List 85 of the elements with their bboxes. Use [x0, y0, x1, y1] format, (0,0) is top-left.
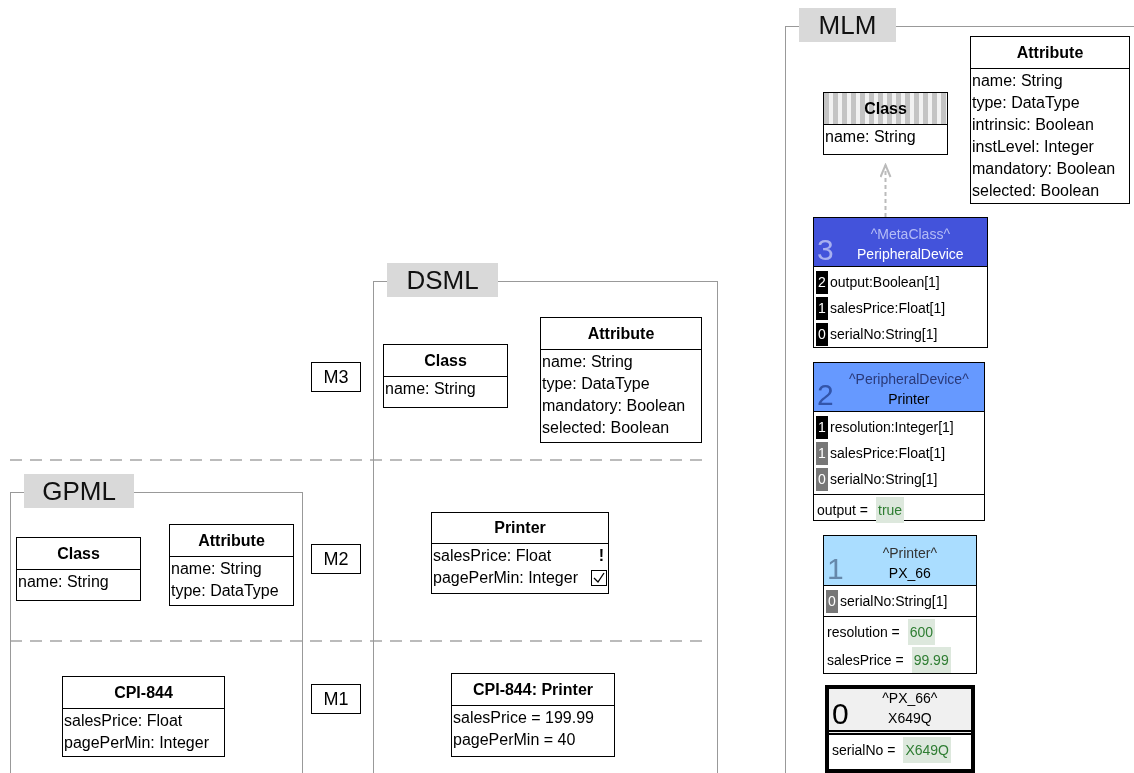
level-badge: 0: [816, 322, 828, 346]
level-badge: 1: [816, 441, 828, 465]
slot-value: X649Q: [903, 737, 951, 763]
attribute: pagePerMin: Integer: [433, 568, 578, 588]
class-name: CPI-844: [63, 677, 224, 709]
stereotype: ^Printer^: [882, 544, 938, 563]
package-title: MLM: [799, 8, 896, 42]
class-box: [540, 317, 702, 443]
level-badge: 0: [826, 589, 838, 613]
level-badge: 1: [816, 415, 828, 439]
attribute: name: String: [825, 127, 916, 147]
level-class-box: [813, 217, 988, 348]
class-name: Printer: [432, 513, 608, 544]
class-name: CPI-844: Printer: [452, 674, 614, 706]
slot-value: 99.99: [911, 647, 951, 673]
attribute: serialNo:String[1]: [840, 591, 948, 611]
class-name: Class: [824, 93, 947, 125]
attribute: mandatory: Boolean: [542, 396, 686, 416]
level-number: 2: [817, 379, 834, 411]
level-class-box: [825, 685, 975, 773]
level-number: 0: [832, 698, 849, 730]
level-tag: M3: [311, 362, 361, 392]
slot-value: true: [876, 497, 905, 523]
level-badge: 0: [816, 467, 828, 491]
attribute: pagePerMin: Integer: [64, 733, 209, 753]
dashed-arrow: [879, 164, 892, 218]
stereotype: ^PeripheralDevice^: [848, 370, 969, 389]
attribute: name: String: [542, 352, 633, 372]
attribute: type: DataType: [972, 93, 1080, 113]
level-tag: M1: [311, 684, 361, 714]
class-name: Class: [384, 345, 507, 377]
attribute: mandatory: Boolean: [972, 159, 1116, 179]
class-box: [823, 92, 948, 155]
level-number: 3: [817, 234, 834, 266]
attribute: intrinsic: Boolean: [972, 115, 1094, 135]
level-badge: 2: [816, 270, 828, 294]
attribute: salesPrice: Float: [64, 711, 183, 731]
attribute: name: String: [385, 379, 476, 399]
attribute: pagePerMin = 40: [453, 730, 576, 750]
class-box: [383, 344, 508, 408]
level-class-box: [823, 535, 977, 674]
slot-name: resolution =: [827, 622, 900, 642]
attribute: selected: Boolean: [972, 181, 1100, 201]
slot-name: output =: [817, 500, 868, 520]
class-box: [451, 673, 615, 757]
class-name: Attribute: [170, 525, 293, 557]
stereotype: ^MetaClass^: [870, 225, 950, 244]
class-name: PeripheralDevice: [857, 245, 964, 264]
class-box: [16, 537, 141, 601]
attribute: resolution:Integer[1]: [830, 417, 954, 437]
attribute: name: String: [972, 71, 1063, 91]
slot-name: salesPrice =: [827, 650, 904, 670]
class-name: Attribute: [541, 318, 701, 350]
level-tag: M2: [311, 544, 361, 574]
class-box: [970, 36, 1130, 204]
slot-name: serialNo =: [832, 740, 896, 760]
level-badge: 1: [816, 296, 828, 320]
required-mark: !: [598, 546, 604, 566]
class-box: [431, 512, 609, 594]
class-name: Printer: [888, 390, 930, 409]
attribute: name: String: [18, 572, 109, 592]
attribute: output:Boolean[1]: [830, 272, 940, 292]
attribute: serialNo:String[1]: [830, 324, 938, 344]
attribute: selected: Boolean: [542, 418, 670, 438]
level-number: 1: [827, 553, 844, 585]
attribute: serialNo:String[1]: [830, 469, 938, 489]
attribute: salesPrice:Float[1]: [830, 443, 946, 463]
attribute: type: DataType: [542, 374, 650, 394]
slot-value: 600: [907, 619, 936, 645]
class-name: Class: [17, 538, 140, 570]
attribute: salesPrice = 199.99: [453, 708, 594, 728]
stereotype: ^PX_66^: [882, 689, 938, 708]
level-class-box: [813, 362, 985, 521]
class-name: PX_66: [888, 564, 931, 583]
attribute: salesPrice: Float: [433, 546, 552, 566]
attribute: instLevel: Integer: [972, 137, 1094, 157]
attribute: salesPrice:Float[1]: [830, 298, 946, 318]
package-title: DSML: [387, 263, 498, 297]
attribute: name: String: [171, 559, 262, 579]
class-box: [62, 676, 225, 757]
class-box: [169, 524, 294, 606]
class-name: Attribute: [971, 37, 1129, 69]
class-name: X649Q: [888, 709, 932, 728]
package-title: GPML: [24, 474, 134, 508]
attribute: type: DataType: [171, 581, 279, 601]
